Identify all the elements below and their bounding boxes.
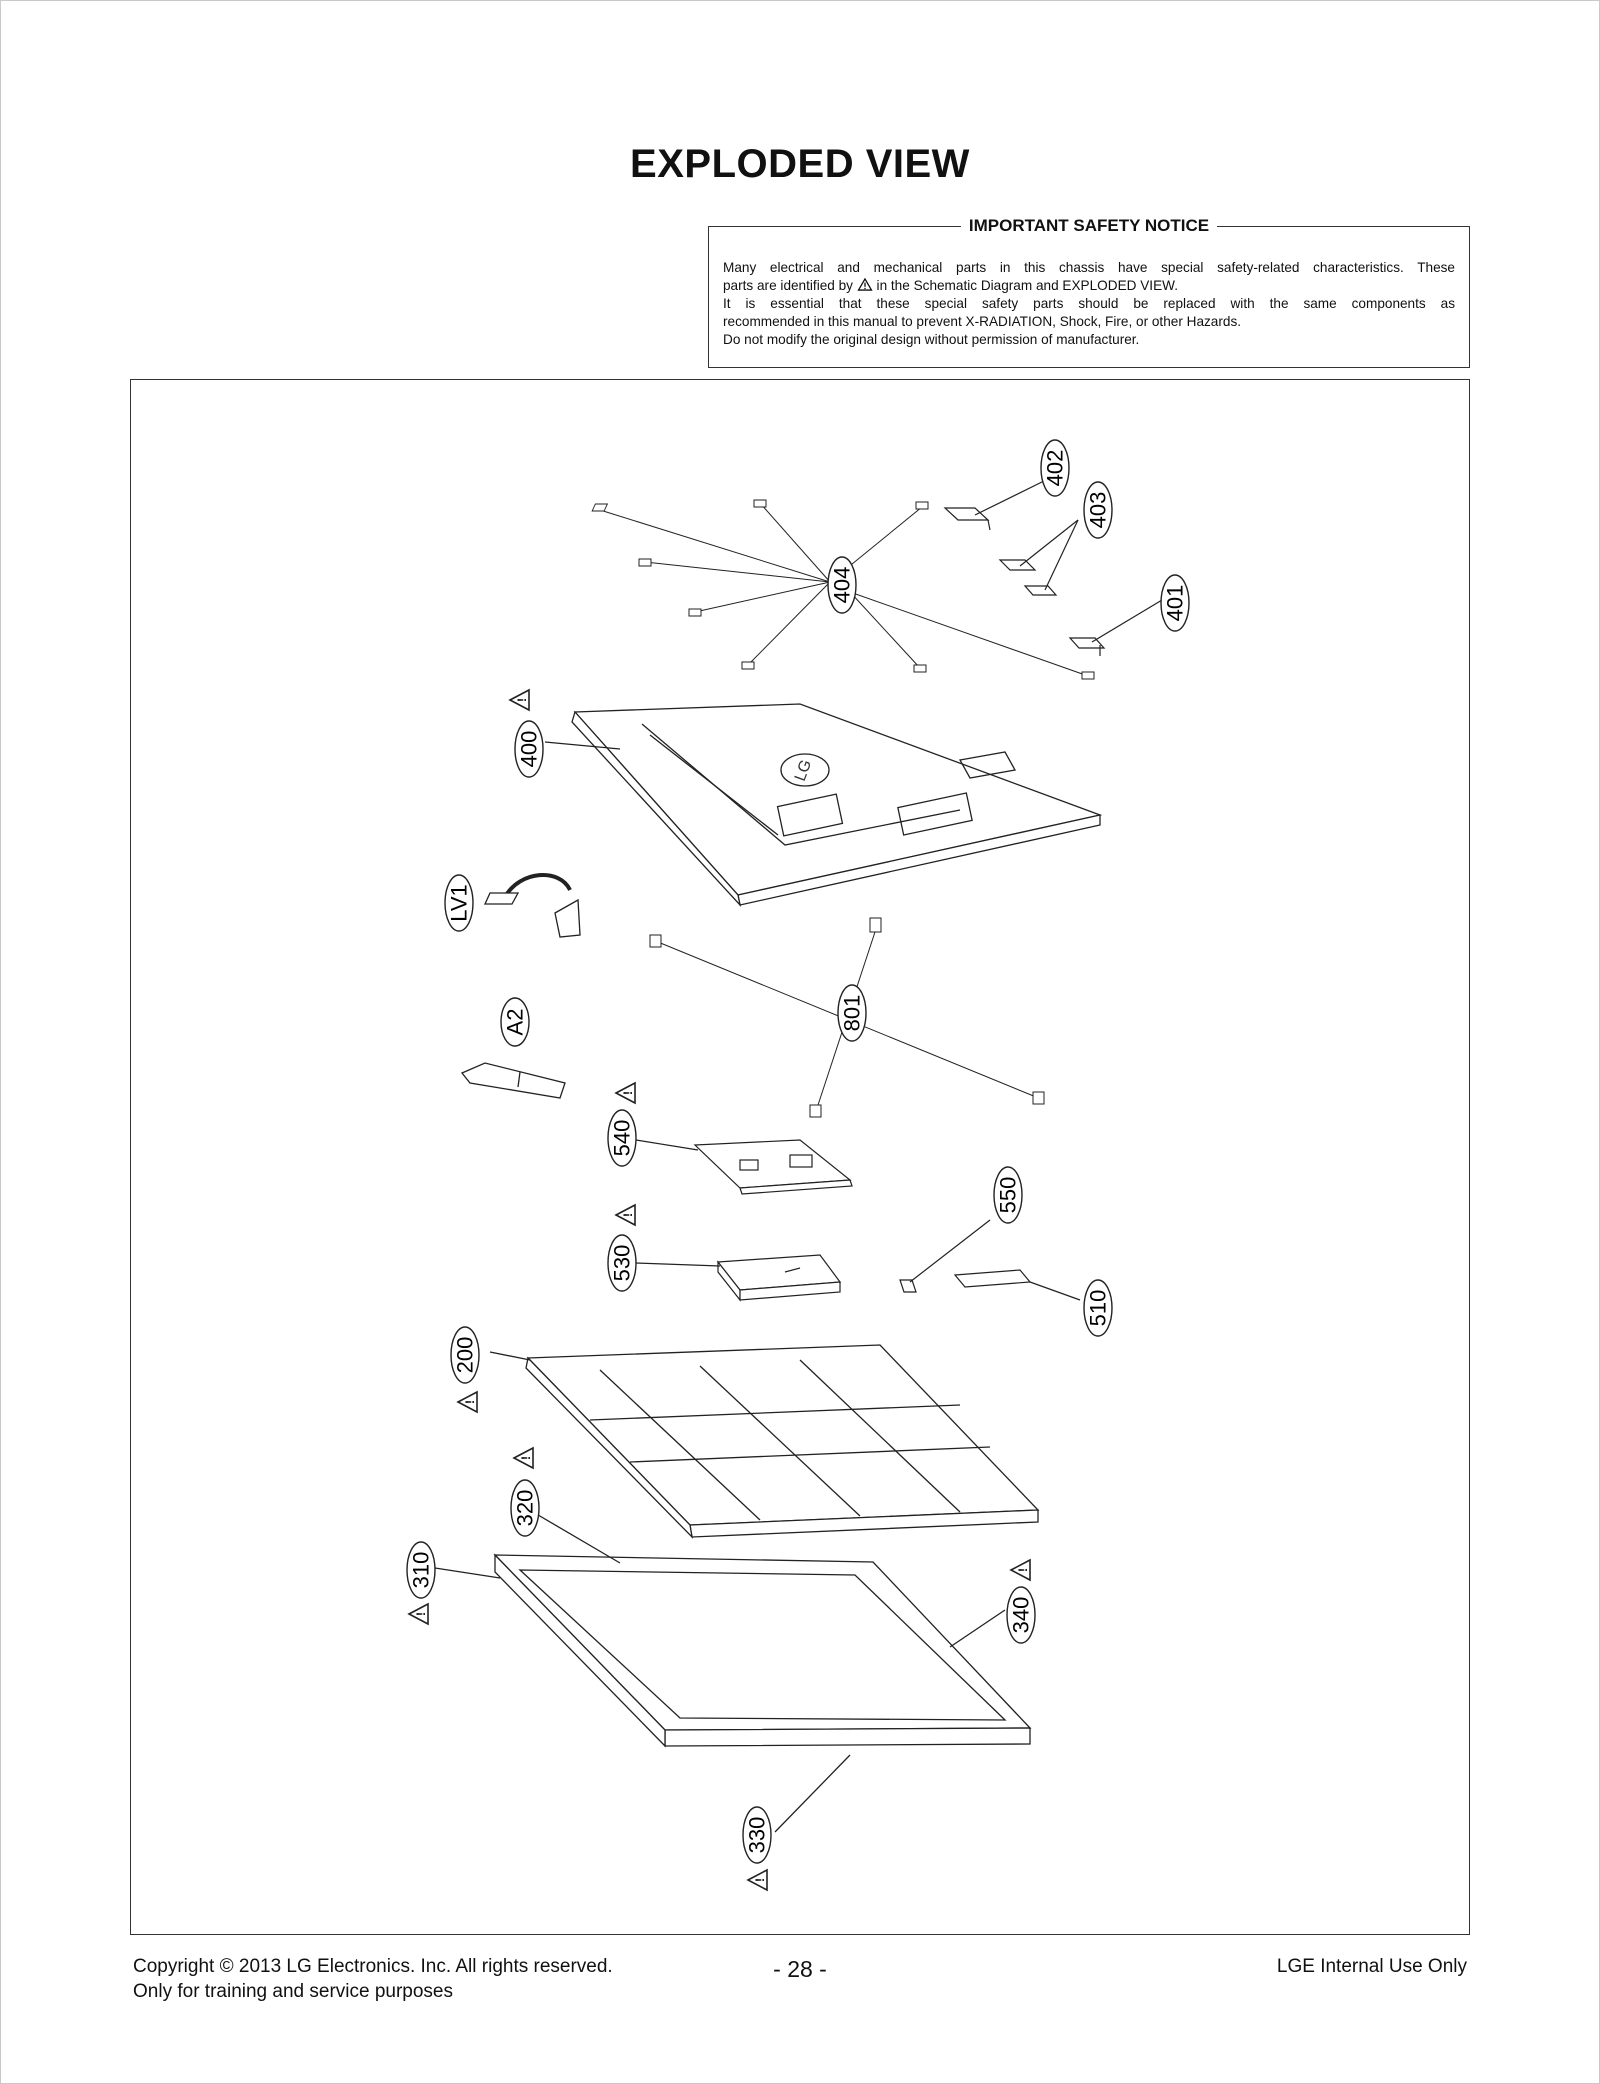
callout-403: 403	[1083, 481, 1113, 539]
callout-404: 404	[827, 556, 857, 614]
warning-triangle-icon: !	[615, 1204, 636, 1226]
svg-text:330: 330	[745, 1817, 770, 1854]
warning-triangle-icon	[857, 278, 873, 291]
part-540-main-board	[635, 1139, 853, 1195]
notice-line-3: It is essential that these special safet…	[723, 296, 1455, 311]
warning-triangle-icon: !	[615, 1082, 636, 1104]
svg-text:404: 404	[830, 567, 855, 604]
part-550-510	[899, 1219, 1081, 1301]
svg-text:530: 530	[610, 1245, 635, 1282]
callout-550: 550	[993, 1166, 1023, 1224]
callout-510: 510	[1083, 1279, 1113, 1337]
diagram-frame	[130, 379, 1470, 1935]
svg-text:!: !	[463, 1400, 477, 1404]
warning-triangle-icon: !	[408, 1603, 429, 1625]
part-400-back-cover: LG	[544, 703, 1103, 908]
notice-line-4: recommended in this manual to prevent X-…	[723, 314, 1242, 329]
warning-triangle-icon: !	[513, 1447, 534, 1469]
callout-310: 310	[406, 1541, 436, 1599]
svg-text:310: 310	[409, 1552, 434, 1589]
part-402-403-401-brackets	[943, 477, 1163, 656]
svg-text:402: 402	[1043, 450, 1068, 487]
svg-text:A2: A2	[503, 1009, 528, 1036]
svg-text:401: 401	[1163, 585, 1188, 622]
svg-text:510: 510	[1086, 1290, 1111, 1327]
page-title: EXPLODED VIEW	[630, 142, 970, 186]
svg-text:!: !	[753, 1878, 767, 1882]
notice-line-5: Do not modify the original design withou…	[723, 332, 1140, 347]
callout-200: 200	[450, 1326, 480, 1384]
notice-line-2b: in the Schematic Diagram and EXPLODED VI…	[876, 278, 1178, 293]
svg-text:LG: LG	[792, 758, 815, 784]
svg-text:400: 400	[517, 731, 542, 768]
svg-text:!: !	[414, 1612, 428, 1616]
callout-530: 530	[607, 1234, 637, 1292]
warning-triangle-icon: !	[509, 689, 530, 711]
svg-text:!: !	[519, 1456, 533, 1460]
callout-402: 402	[1040, 439, 1070, 497]
callout-320: 320	[510, 1479, 540, 1537]
part-530-power-board	[635, 1254, 842, 1302]
part-LV1-cable	[483, 873, 581, 938]
footer-page-number: - 28 -	[773, 1956, 827, 1982]
svg-text:!: !	[1016, 1568, 1030, 1572]
notice-line-1: Many electrical and mechanical parts in …	[723, 260, 1455, 275]
callout-LV1: LV1	[444, 874, 474, 932]
svg-text:403: 403	[1086, 492, 1111, 529]
footer-usage: Only for training and service purposes	[133, 1981, 453, 2002]
notice-line-2a: parts are identified by	[723, 278, 853, 293]
callout-340: 340	[1006, 1586, 1036, 1644]
callout-801: 801	[837, 984, 867, 1042]
part-404-screws	[591, 499, 1095, 680]
part-310-340-330-bezel	[434, 1511, 1032, 1833]
part-200-backlight	[489, 1344, 1040, 1539]
svg-text:550: 550	[996, 1177, 1021, 1214]
footer-copyright: Copyright © 2013 LG Electronics. Inc. Al…	[133, 1956, 613, 1977]
svg-text:540: 540	[610, 1120, 635, 1157]
svg-text:200: 200	[453, 1337, 478, 1374]
svg-text:801: 801	[840, 995, 865, 1032]
svg-text:!: !	[515, 698, 529, 702]
safety-notice-heading: IMPORTANT SAFETY NOTICE	[960, 216, 1218, 235]
footer-internal: LGE Internal Use Only	[1276, 1956, 1467, 1977]
callout-330: 330	[742, 1806, 772, 1864]
svg-text:340: 340	[1009, 1597, 1034, 1634]
callout-A2: A2	[500, 997, 530, 1047]
safety-notice-heading-wrap: IMPORTANT SAFETY NOTICE	[709, 216, 1469, 236]
callout-540: 540	[607, 1109, 637, 1167]
svg-text:LV1: LV1	[447, 884, 472, 922]
part-A2-remote	[460, 1062, 566, 1099]
svg-text:!: !	[621, 1091, 635, 1095]
safety-notice-box: IMPORTANT SAFETY NOTICE Many electrical …	[708, 216, 1470, 368]
warning-triangle-icon: !	[457, 1391, 478, 1413]
callout-401: 401	[1160, 574, 1190, 632]
svg-text:!: !	[621, 1213, 635, 1217]
notice-line-2: parts are identified by in the Schematic…	[723, 277, 1455, 295]
warning-triangle-icon: !	[747, 1869, 768, 1891]
warning-triangle-icon: !	[1010, 1559, 1031, 1581]
safety-notice-body: Many electrical and mechanical parts in …	[723, 259, 1455, 349]
svg-text:320: 320	[513, 1490, 538, 1527]
callout-400: 400	[514, 720, 544, 778]
